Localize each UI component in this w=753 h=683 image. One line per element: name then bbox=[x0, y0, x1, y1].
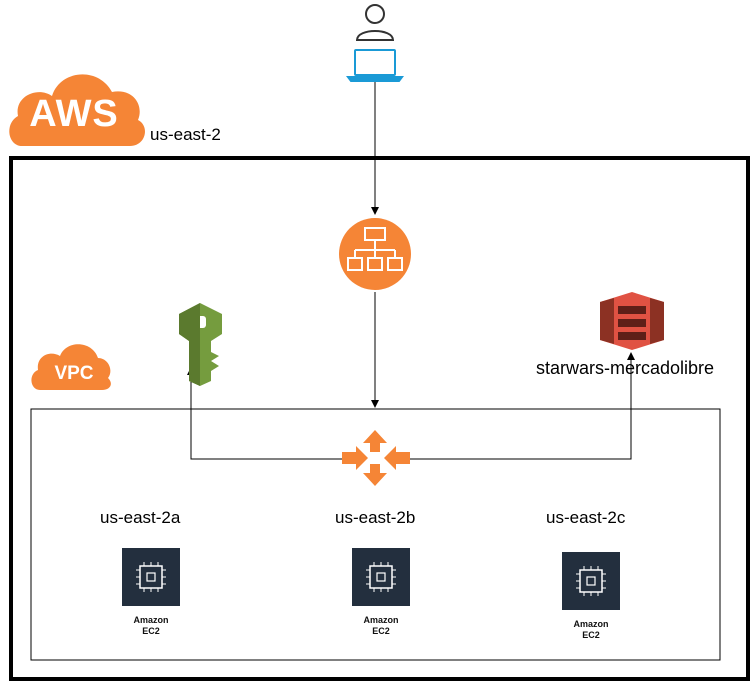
ec2-icon bbox=[562, 552, 620, 610]
router-to-s3-connector bbox=[410, 352, 635, 460]
vpc-router-icon bbox=[342, 430, 410, 486]
bucket-label: starwars-mercadolibre bbox=[536, 358, 715, 378]
ec2-icon bbox=[122, 548, 180, 606]
aws-cloud-icon bbox=[9, 74, 145, 146]
zone-label: us-east-2c bbox=[546, 508, 626, 527]
s3-bucket-icon bbox=[600, 292, 664, 350]
zone-label: us-east-2a bbox=[100, 508, 181, 527]
ec2-caption-line2: EC2 bbox=[372, 626, 390, 636]
ec2-caption-line2: EC2 bbox=[142, 626, 160, 636]
region-label: us-east-2 bbox=[150, 125, 221, 144]
region-boundary bbox=[9, 156, 750, 681]
load-balancer-icon bbox=[339, 218, 411, 290]
ec2-caption-line2: EC2 bbox=[582, 630, 600, 640]
router-to-kms-connector bbox=[187, 367, 342, 460]
ec2-caption-line1: Amazon bbox=[363, 615, 399, 625]
user-icon bbox=[355, 4, 395, 41]
ec2-caption: Amazon EC2 bbox=[556, 619, 626, 641]
ec2-icon bbox=[352, 548, 410, 606]
ec2-caption-line1: Amazon bbox=[133, 615, 169, 625]
ec2-caption: Amazon EC2 bbox=[346, 615, 416, 637]
ec2-caption: Amazon EC2 bbox=[116, 615, 186, 637]
aws-logo-text: AWS bbox=[29, 93, 119, 135]
laptop-icon bbox=[346, 49, 404, 82]
vpc-boundary bbox=[30, 408, 721, 661]
zone-label: us-east-2b bbox=[335, 508, 416, 527]
ec2-caption-line1: Amazon bbox=[573, 619, 609, 629]
kms-key-icon bbox=[179, 303, 222, 386]
vpc-cloud-icon bbox=[31, 344, 111, 390]
vpc-label: VPC bbox=[54, 363, 94, 384]
